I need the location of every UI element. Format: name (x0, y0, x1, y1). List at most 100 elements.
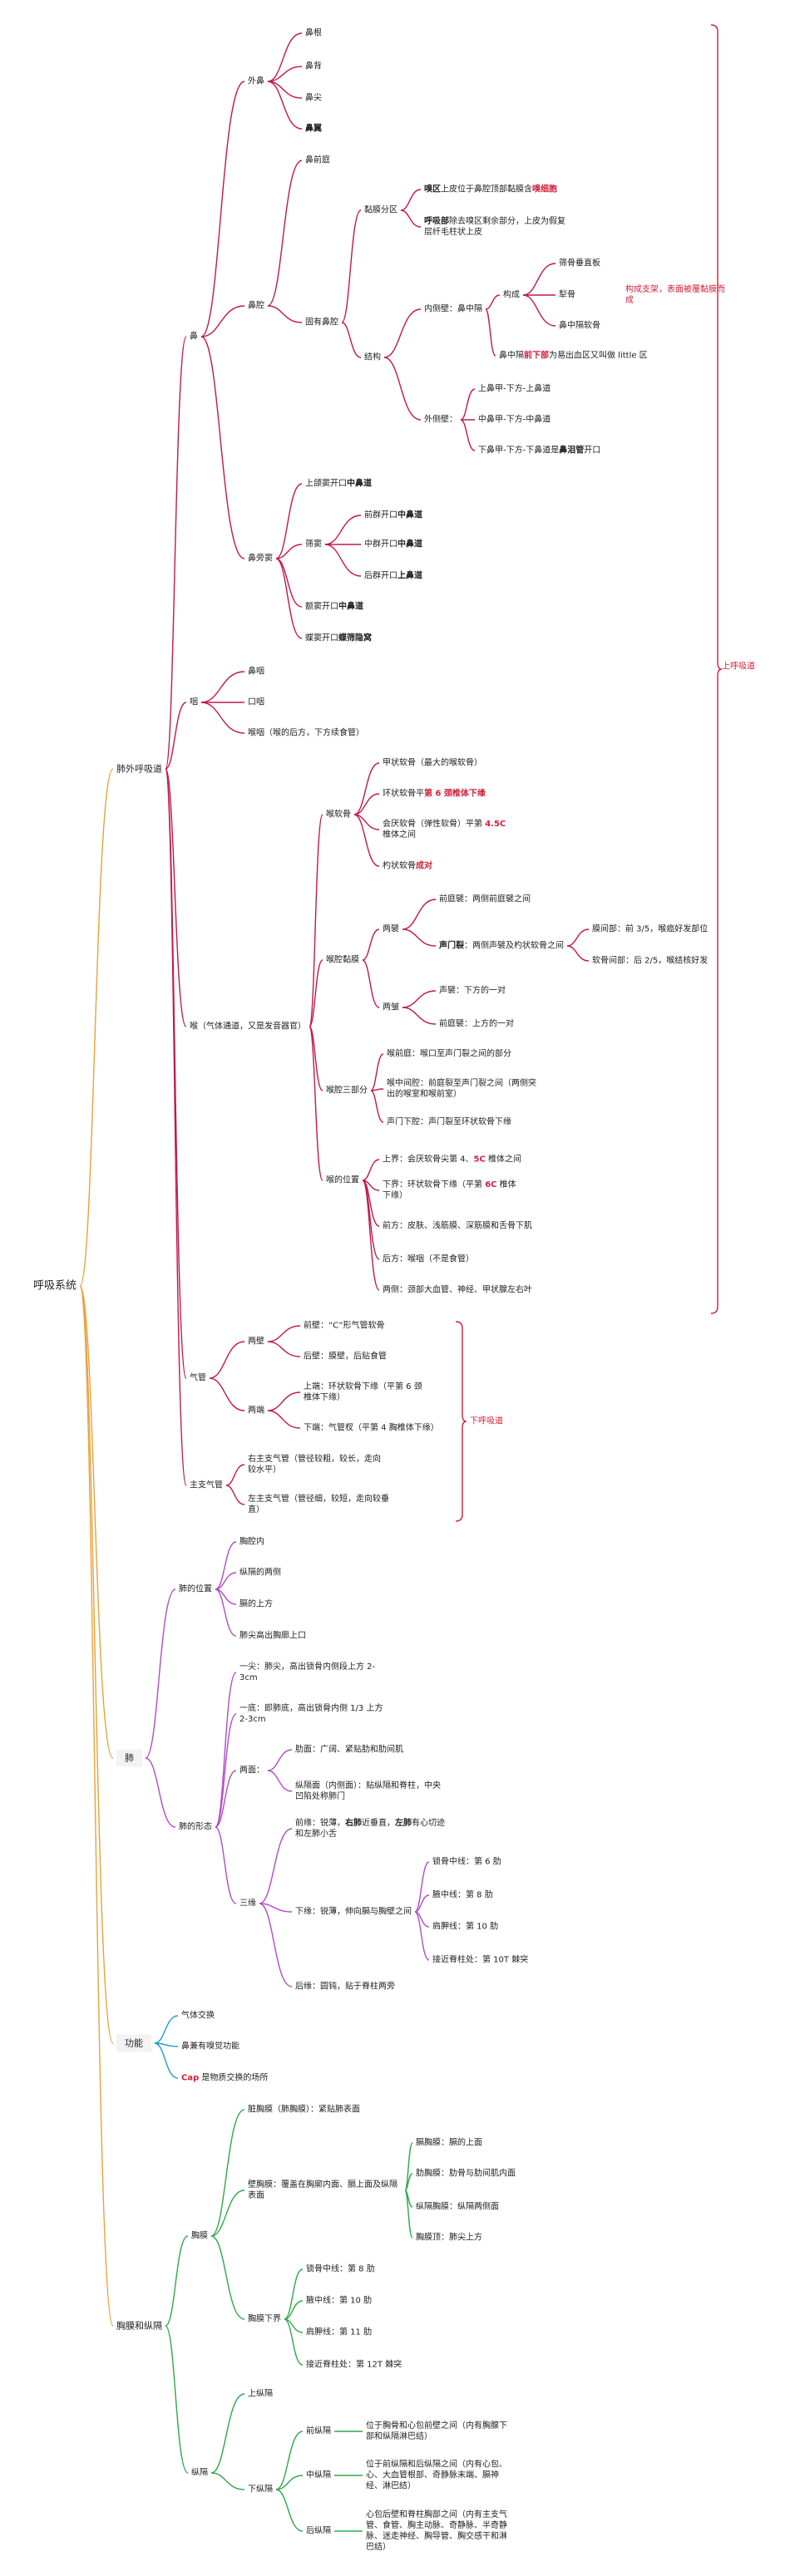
connector-bixiongmo-leixiongmo (404, 2173, 413, 2191)
node-biyi: 鼻翼 (305, 124, 322, 135)
node-kouyan: 口咽 (248, 697, 264, 707)
node-cap: Cap 是物质交换的场所 (181, 2073, 268, 2084)
connector-waihuxi-qiguan (165, 768, 187, 1379)
node-xiabijia-part: 鼻泪管 (559, 446, 585, 456)
node-huxibu-part: 除去嗅区剩余部分，上皮为假复层纤毛柱状上皮 (424, 217, 565, 237)
node-huiyan: 会厌软骨（弹性软骨）平第 4.5C 椎体之间 (383, 819, 516, 840)
node-bixiongmo: 壁胸膜：覆盖在胸廓内面、膈上面及纵隔表面 (248, 2180, 397, 2200)
node-bipangdou: 鼻旁窦 (248, 554, 273, 564)
connector-zongge-xiazongge (210, 2472, 245, 2490)
node-xiongqiangnei: 胸腔内 (239, 1537, 264, 1547)
node-qianshai-part: 中鼻道 (397, 510, 422, 520)
node-nianmo: 黏膜分区 (364, 205, 397, 215)
node-huanzhuang-part: 环状软骨平 (383, 789, 424, 799)
connector-liangbi-qiantingbi (402, 899, 437, 930)
node-houshangjie-part: 5C (473, 1155, 486, 1165)
connector-waihuxi-yan (165, 702, 187, 770)
node-shaozhuang: 杓状软骨成对 (383, 861, 432, 872)
connector-yan-houyan (200, 702, 245, 734)
connector-waihuxi-hou (165, 768, 187, 1027)
node-cap-part: 是物质交换的场所 (199, 2073, 269, 2083)
node-biyi-part: 鼻翼 (305, 124, 322, 134)
node-qianyuan: 前缘：锐薄，右肺近垂直，左肺有心切迹和左肺小舌 (295, 1818, 449, 1840)
node-feiweizhi: 肺的位置 (179, 1584, 212, 1594)
node-xiuqu-part: 嗅区 (424, 185, 441, 195)
connector-bipangdou-shanghedou (275, 483, 303, 559)
node-xiabijia-part: 下鼻甲-下方-下鼻道是 (478, 446, 560, 456)
connector-zhuzhiqiguan-zuozhuzhi (225, 1485, 245, 1505)
connector-houweizhi-houliangce (362, 1180, 380, 1291)
node-zhongshai-part: 中群开口 (364, 539, 397, 549)
node-edou: 额窦开口中鼻道 (305, 602, 363, 613)
connector-guyoubiqiang-nianmo (341, 209, 362, 323)
node-yan: 咽 (190, 697, 198, 707)
node-shaozhuang-part: 杓状软骨 (383, 861, 416, 871)
connector-waibi-bigen (267, 32, 303, 82)
connector-hou-houruangu (309, 814, 323, 1027)
node-mojianbu: 膜间部：前 3/5，喉癌好发部位 (592, 924, 709, 934)
connector-shengmenlie-ruangujianbu (566, 945, 590, 962)
node-xiongmo2: 胸膜 (191, 2231, 208, 2241)
node-jiegou: 结构 (364, 352, 381, 362)
node-xiongmoding: 胸膜顶：肺尖上方 (416, 2233, 482, 2243)
node-qianzonggenote: 位于胸骨和心包前壁之间（内有胸腺下部和纵隔淋巴结） (366, 2421, 507, 2441)
node-qiantingbi: 前庭襞：两侧前庭襞之间 (439, 894, 531, 904)
connector-bipangdou-shaidou (275, 544, 303, 559)
node-zhongshai: 中群开口中鼻道 (364, 539, 422, 550)
node-huiyan-part: 4.5C (485, 820, 506, 829)
connector-houruangu-jiazhuang (353, 762, 380, 815)
node-zangxiongmo: 脏胸膜（肺胸膜）：紧贴肺表面 (248, 2105, 360, 2115)
node-jizhu: 接近脊柱处：第 10T 棘突 (432, 1955, 529, 1965)
connector-feixingtai-yijian (215, 1672, 237, 1828)
node-zonggexiongmo: 纵隔胸膜：纵隔两侧面 (416, 2202, 499, 2212)
node-qianbi: 前壁：“C”形气管软骨 (304, 1321, 385, 1331)
node-sanyuan: 三缘 (239, 1899, 256, 1909)
node-shanghedou-part: 上颌窦开口 (305, 479, 347, 489)
connector-fei-feixingtai (145, 1757, 176, 1828)
node-shanghuxidao: 上呼吸道 (722, 662, 755, 672)
node-houbi: 后壁：膜壁，后贴食管 (304, 1352, 387, 1362)
node-xiazongge: 下纵隔 (248, 2485, 273, 2495)
node-shangzongge: 上纵隔 (248, 2389, 273, 2399)
node-chuxuequ: 鼻中隔前下部为易出血区又叫做 little 区 (499, 351, 648, 362)
connector-qiguan-liangbi2 (209, 1341, 245, 1379)
node-bijian: 鼻尖 (305, 93, 322, 103)
connector-bi-biqiang (200, 305, 245, 337)
connector-jiegou-neicebi (383, 308, 422, 358)
connector-zongge-shangzongge (210, 2393, 245, 2474)
node-xiuqu: 嗅区上皮位于鼻腔顶部黏膜含嗅细胞 (424, 185, 557, 195)
connector-goucheng-bizhong (522, 294, 556, 327)
node-yijian: 一尖：肺尖，高出锁骨内侧段上方 2-3cm (239, 1662, 376, 1682)
node-xiabijia: 下鼻甲-下方-下鼻道是鼻泪管开口 (478, 446, 600, 456)
node-shaozhuang-part: 成对 (416, 861, 432, 871)
connector-xiazongge-zhongzongge (275, 2475, 304, 2490)
node-houqianting: 喉前庭：喉口至声门裂之间的部分 (387, 1049, 511, 1059)
node-qianyuan-part: 有心切迹和左肺小舌 (295, 1819, 445, 1839)
connector-xiongmo2-zangxiongmo (210, 2109, 245, 2237)
node-yezhong: 腋中线：第 8 肋 (432, 1890, 493, 1900)
node-biyan: 鼻咽 (248, 667, 264, 677)
node-houqiangnianmo: 喉腔黏膜 (326, 955, 359, 965)
node-shengmenlie: 声门裂：两侧声襞及杓状软骨之间 (439, 941, 564, 952)
connector-xiazongge-qianzongge (275, 2431, 304, 2490)
node-neicebi: 内侧壁：鼻中隔 (424, 304, 482, 314)
node-zonggeliangce: 纵隔的两侧 (239, 1568, 281, 1578)
node-biqianting: 鼻前庭 (305, 155, 330, 165)
node-bizhong: 鼻中隔软骨 (559, 321, 600, 331)
connector-root-xiongmo (79, 1285, 114, 2327)
node-liangzhou: 两皱 (383, 1002, 399, 1012)
node-houzonggenote: 心包后壁和脊柱胸部之间（内有主支气管、食管、胸主动脉、奇静脉、半奇静脉、迷走神经… (366, 2510, 507, 2552)
connector-liangbi2-houbi (267, 1341, 301, 1357)
connector-jiegou-waicebi (383, 357, 422, 421)
connector-houqiangsanbu-shengmenxiaqiang (370, 1090, 384, 1123)
node-houshangjie-part: 椎体之间 (485, 1155, 522, 1165)
connector-waibi-biyi (267, 81, 303, 130)
connector-zhuzhiqiguan-youzhuzhi (225, 1464, 245, 1486)
node-diedou: 蝶窦开口蝶筛隐窝 (305, 633, 372, 644)
connector-xiayuan-suogu (414, 1861, 430, 1913)
node-shanghedou-part: 中鼻道 (347, 479, 372, 489)
node-waibi: 外鼻 (248, 76, 264, 86)
node-houqiangsanbu: 喉腔三部分 (326, 1086, 368, 1096)
node-fei: 肺 (116, 1749, 142, 1767)
